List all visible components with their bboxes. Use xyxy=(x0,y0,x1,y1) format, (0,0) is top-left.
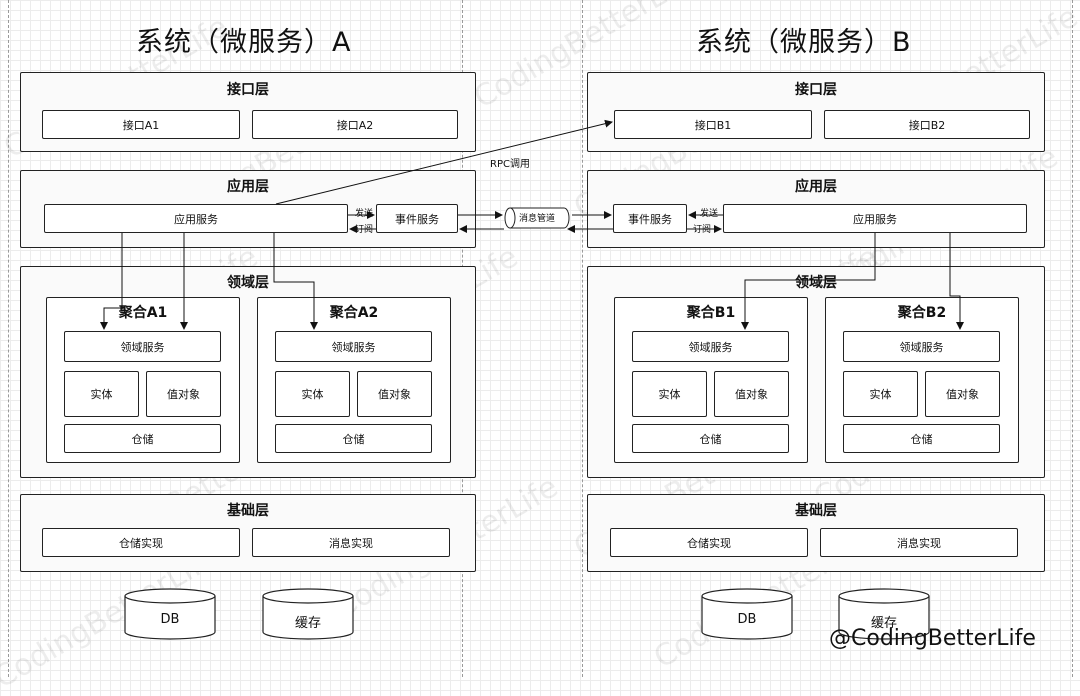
repository-b1: 仓储 xyxy=(632,424,789,453)
application-layer-b-title: 应用层 xyxy=(795,179,837,195)
db-cylinder-a: DB xyxy=(124,588,216,640)
db-label-a: DB xyxy=(160,612,180,627)
domain-service-b2: 领域服务 xyxy=(843,331,1000,362)
divider-left xyxy=(8,0,9,677)
rpc-call-label: RPC调用 xyxy=(490,159,530,170)
message-impl-a: 消息实现 xyxy=(252,528,450,557)
message-pipe-label: 消息管道 xyxy=(518,214,555,224)
interface-layer-a-title: 接口层 xyxy=(227,82,269,98)
message-pipe: 消息管道 xyxy=(504,207,570,229)
repository-a2: 仓储 xyxy=(275,424,432,453)
aggregate-a1-title: 聚合A1 xyxy=(118,305,168,321)
connector-lines xyxy=(100,119,964,330)
divider-center-right xyxy=(582,0,583,677)
author-handle: @CodingBetterLife xyxy=(829,626,1036,651)
infrastructure-layer-b-title: 基础层 xyxy=(795,503,837,519)
domain-service-a1: 领域服务 xyxy=(64,331,221,362)
repository-a1: 仓储 xyxy=(64,424,221,453)
infrastructure-layer-a-title: 基础层 xyxy=(227,503,269,519)
cache-label-a: 缓存 xyxy=(294,616,321,631)
interface-a1: 接口A1 xyxy=(42,110,240,139)
application-layer-a-title: 应用层 xyxy=(227,179,269,195)
value-object-b1: 值对象 xyxy=(714,371,789,417)
system-a-title: 系统（微服务）A xyxy=(136,27,352,58)
aggregate-b1-title: 聚合B1 xyxy=(686,305,736,321)
interface-layer-b-title: 接口层 xyxy=(795,82,837,98)
value-object-b2: 值对象 xyxy=(925,371,1000,417)
message-impl-b: 消息实现 xyxy=(820,528,1018,557)
event-service-b: 事件服务 xyxy=(613,204,687,233)
db-cylinder-b: DB xyxy=(701,588,793,640)
divider-right xyxy=(1072,0,1073,677)
entity-a2: 实体 xyxy=(275,371,350,417)
send-label-a: 发送 xyxy=(355,209,374,219)
subscribe-label-a: 订阅 xyxy=(355,225,374,235)
event-service-a: 事件服务 xyxy=(376,204,458,233)
app-service-a: 应用服务 xyxy=(44,204,348,233)
system-b-title: 系统（微服务）B xyxy=(696,27,912,58)
aggregate-b2-title: 聚合B2 xyxy=(897,305,947,321)
repository-b2: 仓储 xyxy=(843,424,1000,453)
repository-impl-a: 仓储实现 xyxy=(42,528,240,557)
subscribe-label-b: 订阅 xyxy=(693,225,712,235)
cache-cylinder-b: 缓存 xyxy=(838,588,930,640)
value-object-a2: 值对象 xyxy=(357,371,432,417)
domain-service-a2: 领域服务 xyxy=(275,331,432,362)
entity-a1: 实体 xyxy=(64,371,139,417)
cache-cylinder-a: 缓存 xyxy=(262,588,354,640)
domain-layer-b-title: 领域层 xyxy=(795,275,837,291)
send-label-b: 发送 xyxy=(700,209,719,219)
domain-layer-a-title: 领域层 xyxy=(227,275,269,291)
db-label-b: DB xyxy=(737,612,757,627)
repository-impl-b: 仓储实现 xyxy=(610,528,808,557)
interface-b2: 接口B2 xyxy=(824,110,1030,139)
entity-b1: 实体 xyxy=(632,371,707,417)
interface-b1: 接口B1 xyxy=(614,110,812,139)
app-service-b: 应用服务 xyxy=(723,204,1027,233)
domain-service-b1: 领域服务 xyxy=(632,331,789,362)
interface-a2: 接口A2 xyxy=(252,110,458,139)
entity-b2: 实体 xyxy=(843,371,918,417)
aggregate-a2-title: 聚合A2 xyxy=(329,305,379,321)
value-object-a1: 值对象 xyxy=(146,371,221,417)
cache-label-b: 缓存 xyxy=(870,616,897,631)
